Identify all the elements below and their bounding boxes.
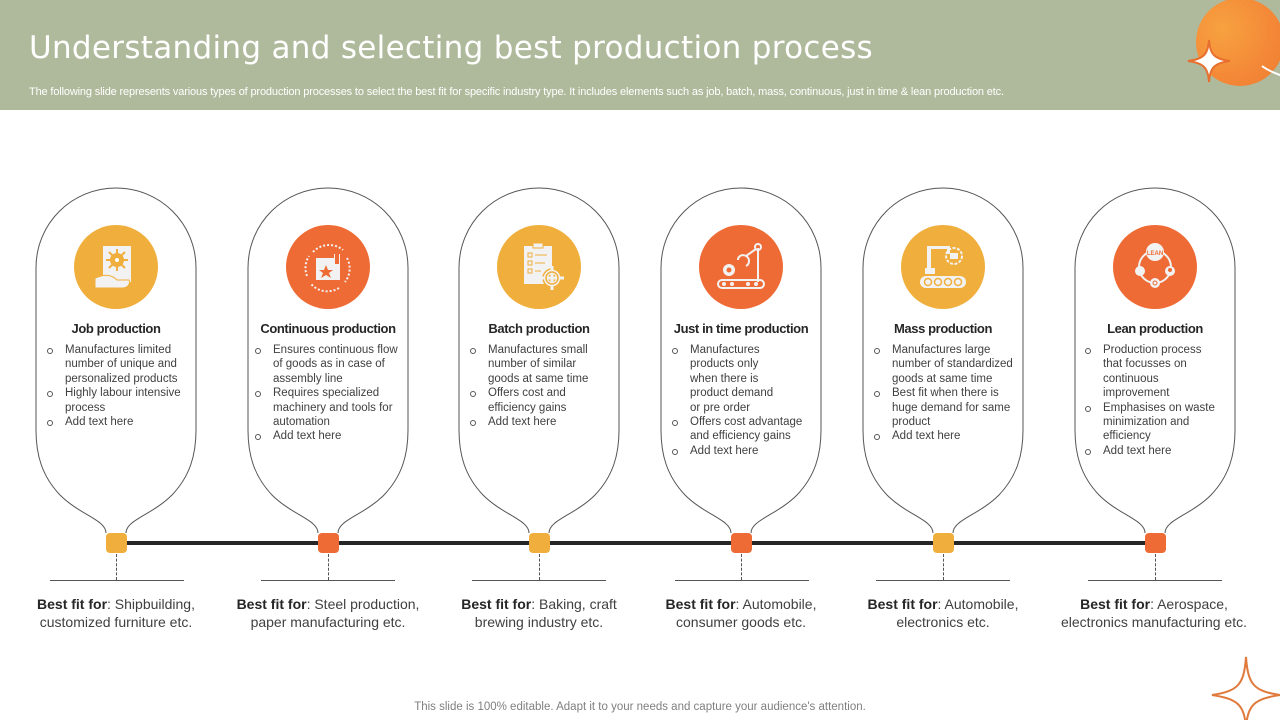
bestfit-continuous: Best fit for: Steel production, paper ma… xyxy=(218,595,438,631)
divider-line xyxy=(261,580,395,581)
bullet-item: Add text here xyxy=(254,429,404,443)
page-subtitle: The following slide represents various t… xyxy=(29,86,1004,98)
bestfit-value: : Baking, craft xyxy=(531,596,617,612)
dashed-connector xyxy=(943,554,944,580)
bestfit-value: customized furniture etc. xyxy=(39,614,193,630)
footer-note: This slide is 100% editable. Adapt it to… xyxy=(414,701,866,713)
cycle-box-star-icon xyxy=(304,244,351,293)
bestfit-value: brewing industry etc. xyxy=(474,614,604,630)
process-timeline: Job production Manufactures limited numb… xyxy=(0,110,1280,720)
dashed-connector xyxy=(116,554,117,580)
lean-cycle-icon: LEAN xyxy=(1135,243,1175,288)
header-band: Understanding and selecting best product… xyxy=(0,0,1280,110)
bullet-list-job: Manufactures limited number of unique an… xyxy=(46,343,196,429)
bullet-list-lean: Production process that focusses on cont… xyxy=(1084,343,1224,458)
bullet-item: Production process that focusses on cont… xyxy=(1084,343,1209,401)
bullet-list-jit: Manufactures products only when there is… xyxy=(671,343,816,458)
card-title-batch: Batch production xyxy=(488,321,590,336)
sparkle-icon xyxy=(1187,39,1231,83)
bestfit-label: Best fit for xyxy=(461,596,532,612)
bestfit-value: consumer goods etc. xyxy=(676,614,806,630)
divider-line xyxy=(675,580,809,581)
divider-line xyxy=(1088,580,1222,581)
bullet-item: Add text here xyxy=(469,415,609,429)
bestfit-label: Best fit for xyxy=(867,596,938,612)
bestfit-value: electronics etc. xyxy=(896,614,990,630)
hand-gear-document-icon xyxy=(94,246,131,289)
divider-line xyxy=(876,580,1010,581)
icon-circle-mass xyxy=(901,225,985,309)
bestfit-value: : Automobile, xyxy=(937,596,1019,612)
bestfit-job: Best fit for: Shipbuilding, customized f… xyxy=(6,595,226,631)
bullet-item: Offers cost advantage and efficiency gai… xyxy=(671,415,816,444)
timeline-marker-jit xyxy=(731,533,752,553)
dashed-connector xyxy=(328,554,329,580)
divider-line xyxy=(50,580,184,581)
bestfit-value: : Automobile, xyxy=(735,596,817,612)
bullet-item: Best fit when there is huge demand for s… xyxy=(873,386,1013,429)
card-title-jit: Just in time production xyxy=(673,321,809,336)
bullet-item: Add text here xyxy=(873,429,1023,443)
icon-circle-job xyxy=(74,225,158,309)
bullet-item: Manufactures products only when there is… xyxy=(671,343,781,415)
bestfit-value: : Shipbuilding, xyxy=(107,596,195,612)
bestfit-lean: Best fit for: Aerospace, electronics man… xyxy=(1034,595,1274,631)
clipboard-gear-icon xyxy=(524,242,564,290)
timeline-marker-continuous xyxy=(318,533,339,553)
icon-circle-lean: LEAN xyxy=(1113,225,1197,309)
decorative-arc-icon xyxy=(1244,0,1280,77)
icon-circle-continuous xyxy=(286,225,370,309)
icon-circle-batch xyxy=(497,225,581,309)
factory-machine-conveyor-icon xyxy=(920,246,966,288)
bestfit-label: Best fit for xyxy=(1080,596,1151,612)
bullet-list-continuous: Ensures continuous flow of goods as in c… xyxy=(254,343,404,444)
card-title-job: Job production xyxy=(71,321,161,336)
bestfit-jit: Best fit for: Automobile, consumer goods… xyxy=(631,595,851,631)
bestfit-batch: Best fit for: Baking, craft brewing indu… xyxy=(429,595,649,631)
bullet-item: Manufactures limited number of unique an… xyxy=(46,343,196,386)
bestfit-value: electronics manufacturing etc. xyxy=(1061,614,1247,630)
bullet-list-mass: Manufactures large number of standardize… xyxy=(873,343,1023,444)
bullet-item: Offers cost and efficiency gains xyxy=(469,386,609,415)
timeline-marker-job xyxy=(106,533,127,553)
icon-circle-jit xyxy=(699,225,783,309)
bullet-item: Highly labour intensive process xyxy=(46,386,196,415)
divider-line xyxy=(472,580,606,581)
bestfit-value: : Steel production, xyxy=(306,596,420,612)
sparkle-outline-icon xyxy=(1211,656,1280,720)
bullet-item: Ensures continuous flow of goods as in c… xyxy=(254,343,404,386)
dashed-connector xyxy=(1155,554,1156,580)
timeline-marker-batch xyxy=(529,533,550,553)
page-title: Understanding and selecting best product… xyxy=(29,30,873,66)
bestfit-value: paper manufacturing etc. xyxy=(250,614,406,630)
bullet-item: Manufactures large number of standardize… xyxy=(873,343,1013,386)
bullet-item: Add text here xyxy=(46,415,196,429)
bestfit-mass: Best fit for: Automobile, electronics et… xyxy=(833,595,1053,631)
timeline-marker-mass xyxy=(933,533,954,553)
bestfit-label: Best fit for xyxy=(37,596,108,612)
bullet-item: Add text here xyxy=(671,444,816,458)
dashed-connector xyxy=(741,554,742,580)
timeline-line xyxy=(116,541,1155,545)
lean-label: LEAN xyxy=(1147,251,1163,257)
bullet-item: Emphasises on waste minimization and eff… xyxy=(1084,401,1222,444)
robot-arm-conveyor-icon xyxy=(717,243,765,289)
bestfit-label: Best fit for xyxy=(236,596,307,612)
bullet-item: Manufactures small number of similar goo… xyxy=(469,343,609,386)
bullet-item: Requires specialized machinery and tools… xyxy=(254,386,404,429)
bestfit-value: : Aerospace, xyxy=(1150,596,1228,612)
card-title-lean: Lean production xyxy=(1107,321,1203,336)
card-title-continuous: Continuous production xyxy=(260,321,396,336)
bullet-list-batch: Manufactures small number of similar goo… xyxy=(469,343,609,429)
bestfit-label: Best fit for xyxy=(665,596,736,612)
capsule-outlines xyxy=(35,187,1236,534)
bullet-item: Add text here xyxy=(1084,444,1224,458)
timeline-marker-lean xyxy=(1145,533,1166,553)
card-title-mass: Mass production xyxy=(893,321,992,336)
dashed-connector xyxy=(539,554,540,580)
